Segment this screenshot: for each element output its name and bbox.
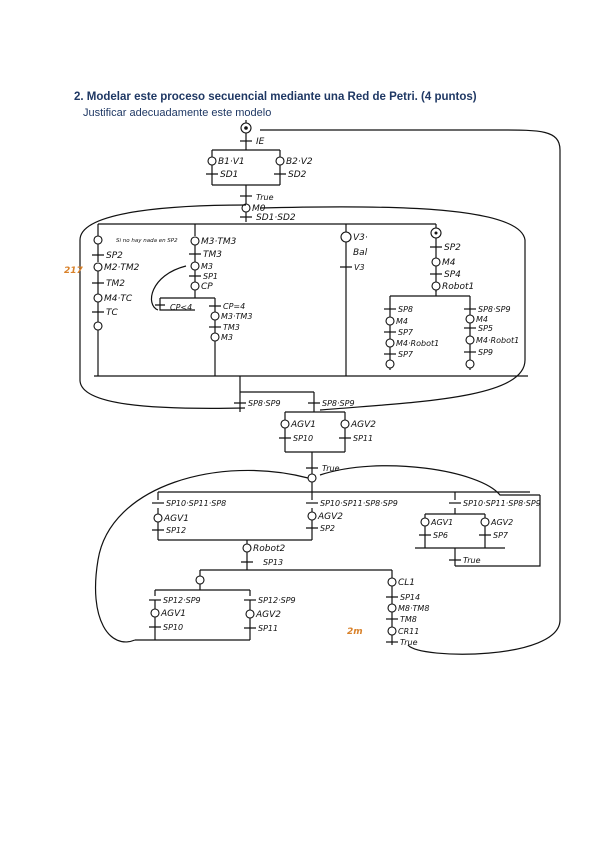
label-mid-sp10: SP10: [293, 434, 313, 443]
label-cr11: CR11: [398, 627, 419, 636]
label-low-agv2b: AGV2: [490, 518, 513, 527]
label-b4-sp5: SP5: [478, 324, 493, 333]
place-b2v2: [275, 156, 285, 166]
label-bal: Bal: [353, 248, 368, 258]
branch-4: SP2 M4 SP4 Robot1 SP8 M4 SP7 M4·Robot1 S…: [384, 224, 519, 370]
label-bot-sp12sp9a: SP12·SP9: [163, 596, 201, 605]
label-robot2: Robot2: [253, 544, 286, 554]
label-bot-sp10: SP10: [163, 623, 183, 632]
label-b4-m4: M4: [442, 258, 456, 268]
label-tm8: TM8: [400, 615, 417, 624]
label-b4-sp8: SP8: [398, 305, 413, 314]
label-low-ta: SP10·SP11·SP8: [166, 499, 226, 508]
label-m3b: M3: [221, 333, 233, 342]
loop-right: [259, 206, 526, 411]
label-bot-agv2: AGV2: [255, 610, 281, 620]
label-b4-sp7: SP7: [398, 328, 414, 337]
label-m3: M3: [201, 262, 213, 271]
mark-217: 217: [64, 266, 84, 276]
label-sd2: SD2: [288, 170, 307, 180]
label-b4-m4robot1b: M4·Robot1: [476, 336, 519, 345]
label-v3: V3: [354, 263, 365, 272]
loop-agv-right: [319, 465, 540, 496]
label-low-tc: SP10·SP11·SP8·SP9: [463, 499, 541, 508]
label-mid-agv1: AGV1: [290, 420, 316, 430]
label-low-sp7: SP7: [493, 531, 509, 540]
label-m3tm3b: M3·TM3: [221, 312, 252, 321]
label-tm3: TM3: [203, 250, 222, 260]
label-low-sp12: SP12: [166, 526, 186, 535]
label-b4-m4b: M4: [476, 315, 488, 324]
label-b1-sp2: SP2: [106, 251, 123, 261]
label-m3tm3: M3·TM3: [201, 237, 237, 247]
label-low-agv2: AGV2: [317, 512, 343, 522]
question-subtitle: Justificar adecuadamente este modelo: [83, 107, 272, 119]
place-b1v1: [207, 156, 217, 166]
label-b4-m4robot1: M4·Robot1: [396, 339, 439, 348]
label-ie: IE: [256, 137, 265, 147]
note-sp2: Si no hay nada en SP2: [116, 238, 178, 244]
label-b4-sp7b: SP7: [398, 350, 414, 359]
label-low-agv1b: AGV1: [430, 518, 453, 527]
label-cp: CP: [201, 282, 213, 292]
label-true-3: True: [463, 556, 481, 565]
label-true-4: True: [400, 638, 418, 647]
low-section: SP10·SP11·SP8 SP10·SP11·SP8·SP9 SP10·SP1…: [152, 482, 541, 578]
bottom-section: SP12·SP9 SP12·SP9 AGV1 AGV2 SP10 SP11 CL…: [135, 575, 429, 647]
label-m2tm2: M2·TM2: [104, 263, 140, 273]
mid-section: SP8·SP9 SP8·SP9 AGV1 AGV2 SP10 SP11 True: [234, 376, 376, 483]
label-mid-sp8sp9a: SP8·SP9: [248, 399, 281, 408]
loop-left: [79, 204, 247, 409]
label-b4-m4a: M4: [396, 317, 408, 326]
label-b4-sp8sp9: SP8·SP9: [478, 305, 511, 314]
label-b4-sp4: SP4: [444, 270, 461, 280]
label-b4-sp2: SP2: [444, 243, 461, 253]
label-true-1: True: [256, 193, 274, 202]
label-sp1: SP1: [203, 272, 218, 281]
initial-token: [244, 126, 248, 130]
label-tm2: TM2: [106, 279, 125, 289]
label-bot-sp12sp9b: SP12·SP9: [258, 596, 296, 605]
label-tc: TC: [106, 308, 118, 318]
loop-outer-right: [260, 129, 561, 655]
label-mid-sp11: SP11: [353, 434, 373, 443]
label-m8tm8: M8·TM8: [398, 604, 429, 613]
label-sd1: SD1: [220, 170, 238, 180]
branch-2: M3·TM3 TM3 M3 SP1 CP CP<4 CP=4 M3·TM3 TM…: [150, 224, 252, 376]
label-robot1: Robot1: [442, 282, 474, 292]
mark-2m: 2m: [347, 627, 363, 637]
label-cp-eq4: CP=4: [223, 302, 245, 311]
label-cp-lt4: CP<4: [170, 303, 192, 312]
question-title: 2. Modelar este proceso secuencial media…: [74, 91, 477, 103]
label-b1v1: B1·V1: [218, 157, 245, 167]
label-tm3b: TM3: [223, 323, 240, 332]
label-bot-agv1: AGV1: [160, 609, 186, 619]
branch-1: Si no hay nada en SP2 SP2 M2·TM2 217 TM2…: [64, 224, 178, 376]
label-m0: M0: [252, 204, 266, 214]
label-sd1sd2: SD1·SD2: [256, 213, 296, 223]
label-low-tb: SP10·SP11·SP8·SP9: [320, 499, 398, 508]
label-mid-sp8sp9b: SP8·SP9: [322, 399, 355, 408]
label-low-agv1: AGV1: [163, 514, 189, 524]
label-v3bal: V3·: [353, 233, 368, 243]
loop-bottom-left: [94, 469, 309, 643]
loop-cp: [150, 265, 187, 311]
label-cl1: CL1: [398, 578, 415, 588]
label-sp14: SP14: [400, 593, 420, 602]
label-m4tc: M4·TC: [104, 294, 133, 304]
place-wait-agv: [307, 473, 317, 483]
label-low-sp6: SP6: [433, 531, 448, 540]
label-b2v2: B2·V2: [286, 157, 313, 167]
label-sp13: SP13: [263, 558, 283, 567]
initial-section: IE B1·V1 B2·V2 SD1 SD2 True M0 SD1·SD2: [206, 120, 313, 223]
label-mid-agv2: AGV2: [350, 420, 376, 430]
label-low-sp2: SP2: [320, 524, 335, 533]
branch-3: V3· Bal V3: [340, 224, 368, 376]
label-true-2: True: [322, 464, 340, 473]
label-bot-sp11: SP11: [258, 624, 278, 633]
label-b4-sp9: SP9: [478, 348, 493, 357]
